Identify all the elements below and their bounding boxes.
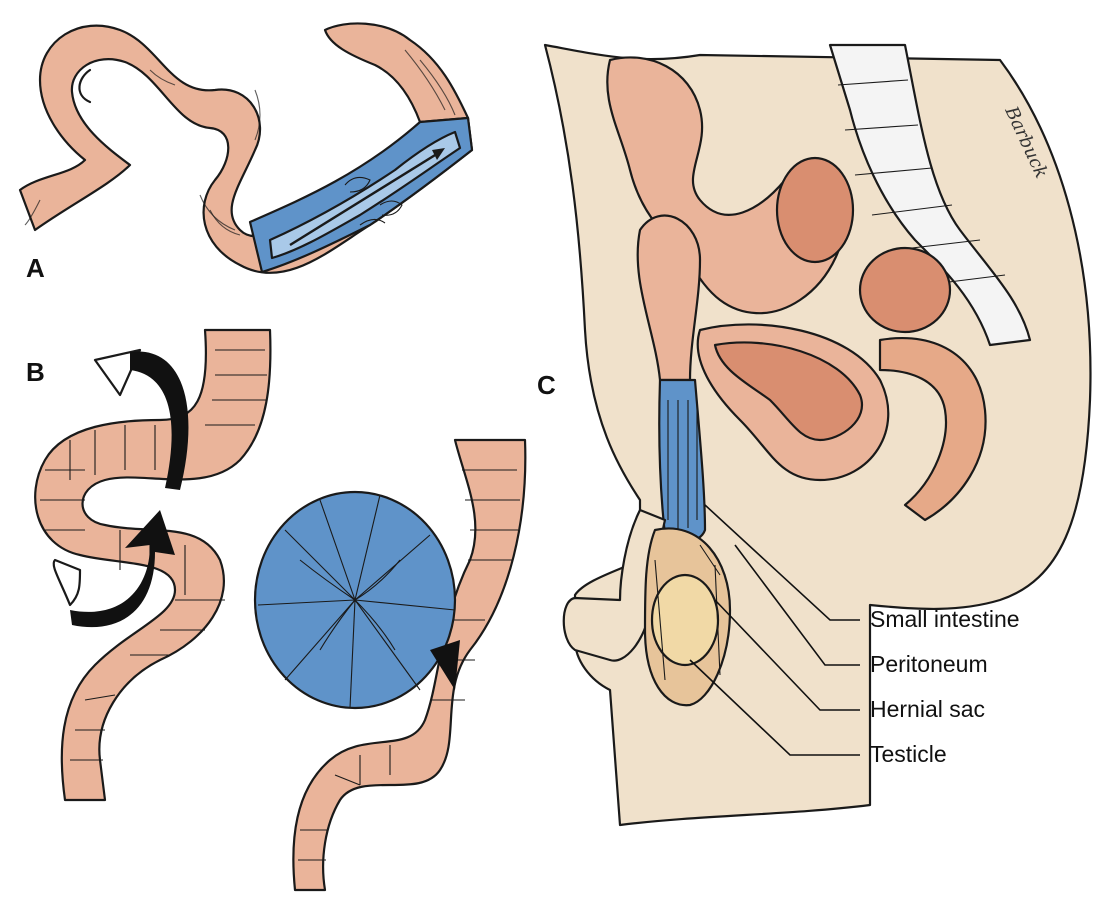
panel-b-volvulus-striations [257,494,456,709]
callout-leader-peritoneum [734,544,860,666]
panel-b-white-arrow-bottom [52,558,82,607]
panel-b-letter: B [26,357,45,387]
panel-c-spine [828,43,1032,347]
panel-c-inguinal-hernia-illustration: Barbuck Small intestine Peritoneum Herni… [537,43,1092,827]
panel-a-shading [24,49,456,236]
callout-hernial-sac: Hernial sac [870,696,985,722]
panel-a-loop-opening [78,68,92,104]
panel-c-small-intestine-in-canal [658,378,707,545]
panel-c-canal-striations [667,400,698,530]
panel-c-herniated-loop-upper [636,214,702,382]
panel-b-white-arrow-top [93,348,142,397]
panel-a-folds [344,176,403,226]
panel-b-black-twist-arrow-bottom [70,510,175,628]
panel-c-letter: C [537,370,556,400]
panel-a-direction-arrow [289,150,441,247]
panel-a-letter: A [26,253,45,283]
panel-c-bladder-lumen [713,341,863,442]
panel-b-black-twist-arrow-top [130,351,189,490]
panel-c-colon-cross-section [775,156,855,264]
panel-b-haustra [40,349,267,761]
callout-testicle: Testicle [870,741,947,767]
callout-leader-testicle [689,659,860,756]
panel-a-arrowhead [432,148,445,160]
callout-small-intestine: Small intestine [870,606,1020,632]
callout-peritoneum: Peritoneum [870,651,988,677]
panel-c-testicle [650,573,720,667]
callout-leader-small-intestine [704,504,860,621]
panel-b-twist-point [430,640,460,690]
callout-leader-hernial-sac [714,599,860,711]
panel-a-intussusception-illustration: A [18,22,474,283]
panel-a-intestine-upper-end [323,22,470,124]
panel-c-sac-hatching [654,544,721,681]
panel-c-rectum-cross-section [858,246,952,334]
panel-b-volvulus-illustration: B [26,328,527,892]
panel-c-rectum [878,337,987,522]
